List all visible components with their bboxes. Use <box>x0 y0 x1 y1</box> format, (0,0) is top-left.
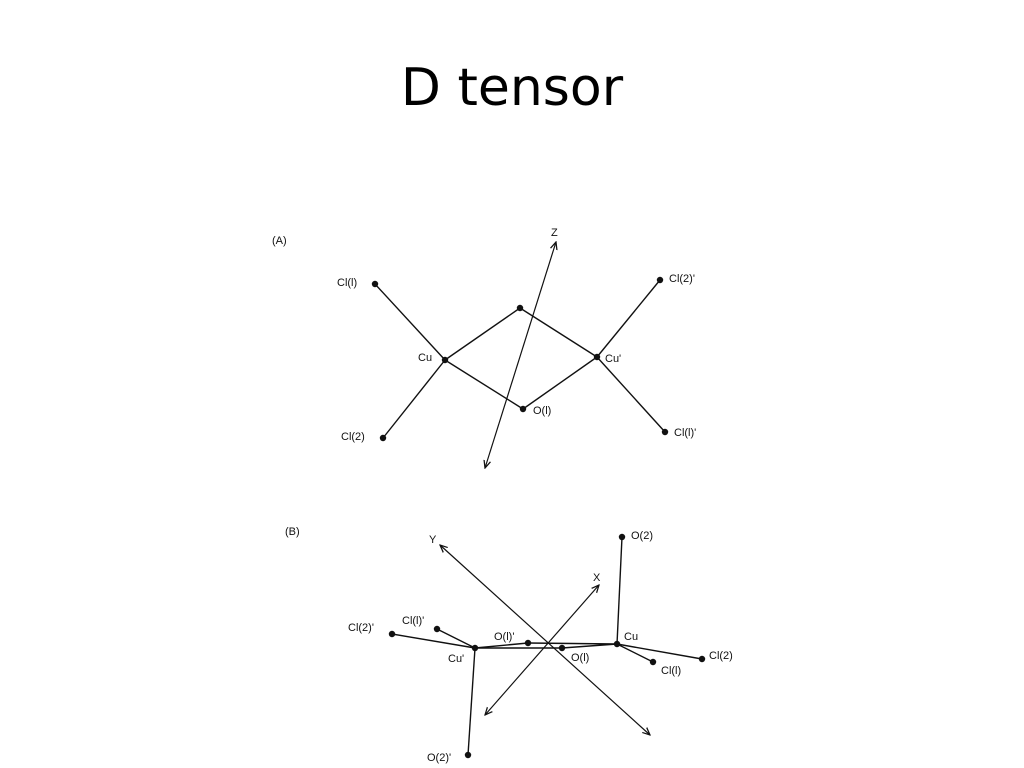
atom-cu <box>441 356 449 364</box>
z-axis-arrow <box>485 242 556 468</box>
panel-a-label: (A) <box>272 235 287 247</box>
label-cu: Cu <box>418 352 432 364</box>
bond-cu-o1prime <box>444 307 521 361</box>
atom-o2prime <box>464 751 472 759</box>
label-cl1: Cl(l) <box>661 665 681 677</box>
bond-cuprime-cl2prime <box>596 279 661 358</box>
atom-o1prime <box>516 304 524 312</box>
bond-o1prime-cu <box>527 642 618 645</box>
label-cl2: Cl(2) <box>709 650 733 662</box>
label-o2prime: O(2)' <box>427 752 451 764</box>
y-axis-label: Y <box>429 534 437 546</box>
atom-cl1prime <box>661 428 669 436</box>
label-cl2prime: Cl(2)' <box>348 622 374 634</box>
bond-cl1-cu <box>374 283 446 361</box>
atom-cl1prime <box>433 625 441 633</box>
label-cl2: Cl(2) <box>341 431 365 443</box>
atom-cl1 <box>371 280 379 288</box>
atom-o1 <box>558 644 566 652</box>
bond-o1-cuprime <box>522 356 598 410</box>
atom-o2 <box>618 533 626 541</box>
atom-o1 <box>519 405 527 413</box>
atom-cu <box>613 640 621 648</box>
atom-cuprime <box>593 353 601 361</box>
atom-cl1 <box>649 658 657 666</box>
atom-cl2prime <box>388 630 396 638</box>
label-cl1prime: Cl(l)' <box>674 427 696 439</box>
bond-o1prime-cuprime <box>519 307 598 358</box>
x-axis-label: X <box>593 572 601 584</box>
label-cl1: Cl(l) <box>337 277 357 289</box>
label-cu: Cu <box>624 631 638 643</box>
atom-o1prime <box>524 639 532 647</box>
label-o1prime: O(l)' <box>494 631 514 643</box>
panel-a: (A) Z Cl(l) Cl(2) Cu O(l) Cu' Cl(2)' Cl(… <box>272 227 696 468</box>
bond-cl2prime-cuprime <box>391 633 476 649</box>
bond-cl1prime-cuprime <box>436 628 476 649</box>
panel-b: (B) Y X O(2) Cl(2)' Cl(l)' O(l)' <box>285 526 733 764</box>
label-o1: O(l) <box>533 405 551 417</box>
label-cuprime: Cu' <box>605 353 621 365</box>
label-cl2prime: Cl(2)' <box>669 273 695 285</box>
z-axis-label: Z <box>551 227 558 239</box>
bond-cu-cl1 <box>616 643 654 663</box>
label-cuprime: Cu' <box>448 653 464 665</box>
label-o2: O(2) <box>631 530 653 542</box>
bond-cuprime-o1prime <box>474 642 529 649</box>
bond-cuprime-cl1prime <box>596 356 666 433</box>
bond-cl2-cu <box>382 359 446 439</box>
atom-cl2 <box>698 655 706 663</box>
bond-cuprime-o2prime <box>467 647 476 756</box>
bond-cu-cl2 <box>616 643 703 660</box>
atom-cl2 <box>379 434 387 442</box>
atom-cuprime <box>471 644 479 652</box>
bond-o1-cu <box>561 643 618 649</box>
bond-cu-o2 <box>616 536 623 645</box>
x-axis-arrow <box>485 585 599 715</box>
slide-title: D tensor <box>400 58 624 118</box>
label-o1: O(l) <box>571 652 589 664</box>
panel-b-label: (B) <box>285 526 300 538</box>
label-cl1prime: Cl(l)' <box>402 615 424 627</box>
atom-cl2prime <box>656 276 664 284</box>
